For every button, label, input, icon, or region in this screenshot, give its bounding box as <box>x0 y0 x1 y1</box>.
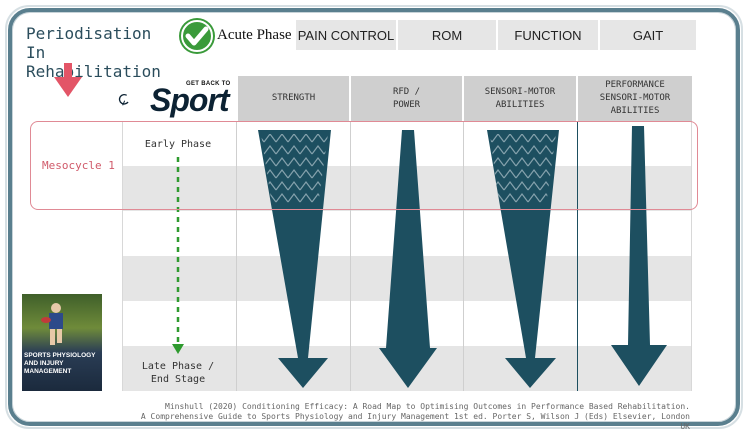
citation-line-1: Minshull (2020) Conditioning Efficacy: A… <box>165 402 690 411</box>
topbar-rom: ROM <box>398 20 496 50</box>
late-phase-label: Late Phase / End Stage <box>141 361 215 385</box>
checkmark-icon <box>179 18 215 54</box>
down-arrow-icon <box>54 63 82 97</box>
mesocycle-highlight <box>30 121 698 210</box>
performance-arrow <box>611 126 667 386</box>
topbar-function: FUNCTION <box>498 20 598 50</box>
acute-phase-label: Acute Phase <box>217 26 292 43</box>
column-header-strength: STRENGTH <box>238 76 349 121</box>
logo-text: Sport <box>150 82 230 118</box>
grid <box>122 121 692 391</box>
slide-title: Periodisation In Rehabilitation <box>26 24 161 81</box>
book-cover-image: Sports Physiology and Injury Management <box>22 294 102 391</box>
column-header-sensori-motor: SENSORI-MOTOR ABILITIES <box>464 76 576 121</box>
logo-small-text: GET BACK TO <box>186 81 231 87</box>
mesocycle-label: Mesocycle 1 <box>42 159 115 172</box>
strength-hatch <box>261 134 328 205</box>
frame-glow <box>5 5 743 429</box>
grid-line <box>236 121 237 391</box>
logo-mark-icon <box>118 94 129 106</box>
grid-line <box>463 121 464 391</box>
topbar-gait: GAIT <box>600 20 696 50</box>
citation-line-2: A Comprehensive Guide to Sports Physiolo… <box>140 412 690 431</box>
book-title: Sports Physiology and Injury Management <box>24 352 96 375</box>
column-header-rfd-power: RFD / POWER <box>351 76 462 121</box>
slide-frame <box>8 8 740 426</box>
column-header-performance: PERFORMANCE SENSORI-MOTOR ABILITIES <box>578 76 692 121</box>
early-phase-label: Early Phase <box>144 139 212 150</box>
athlete-figure-icon <box>41 303 63 345</box>
citation: Minshull (2020) Conditioning Efficacy: A… <box>130 402 690 432</box>
grid-line <box>350 121 351 391</box>
sensori-motor-hatch <box>490 134 556 205</box>
grid-line <box>577 121 578 391</box>
topbar-pain-control: PAIN CONTROL <box>296 20 396 50</box>
dotted-arrow-head <box>172 344 184 354</box>
power-arrow <box>379 130 437 388</box>
